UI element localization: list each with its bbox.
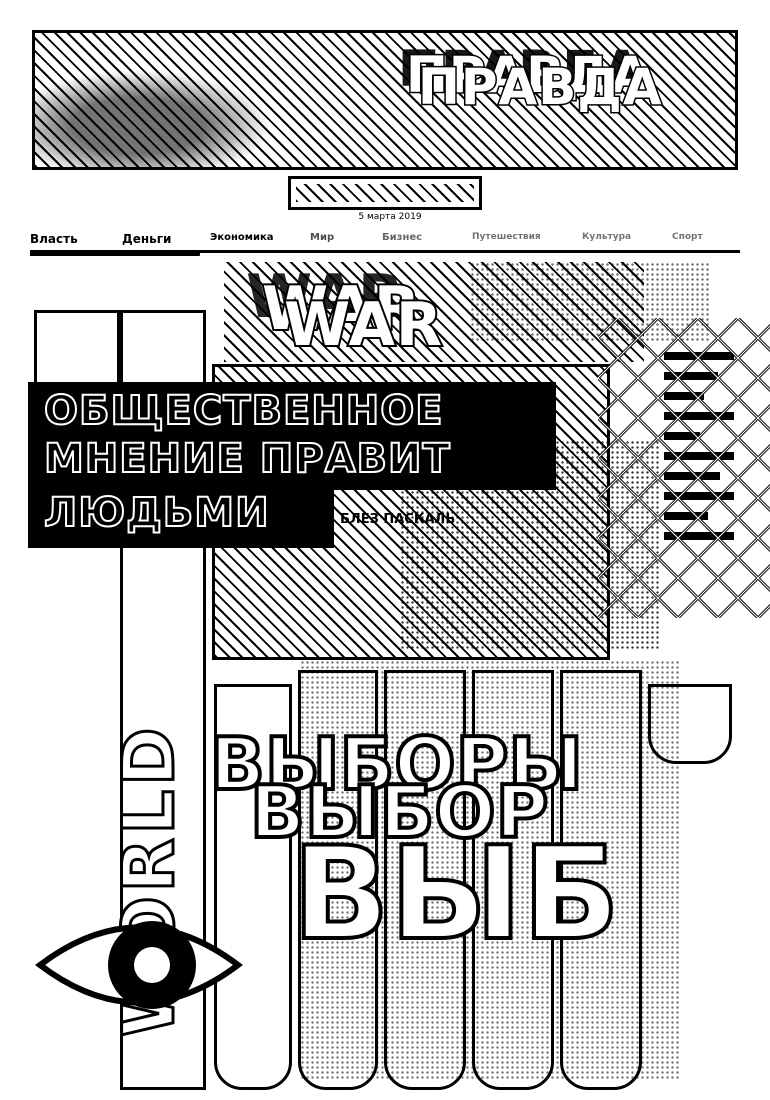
nav-item-travel[interactable]: Путешествия xyxy=(472,232,541,242)
section-nav: Власть Деньги Экономика Мир Бизнес Путеш… xyxy=(30,232,740,252)
column-frame xyxy=(34,310,120,390)
eye-icon xyxy=(35,921,243,1009)
quote-author: БЛЕЗ ПАСКАЛЬ xyxy=(340,512,456,527)
nav-item-world[interactable]: Мир xyxy=(310,232,335,243)
lower-panel-noise xyxy=(300,660,680,1080)
nav-item-economy[interactable]: Экономика xyxy=(210,232,274,243)
nav-item-sport[interactable]: Спорт xyxy=(672,232,703,242)
nav-item-culture[interactable]: Культура xyxy=(582,232,632,242)
nav-divider-wave xyxy=(30,253,200,269)
column-frame xyxy=(214,684,292,1090)
masthead-distortion xyxy=(34,60,294,170)
date-bar-fill xyxy=(296,184,474,202)
elections-title-3: ВЫБ xyxy=(290,818,622,971)
masthead-title: ПРАВДА xyxy=(417,57,664,118)
chain-link-fence xyxy=(598,318,770,618)
nav-item-business[interactable]: Бизнес xyxy=(382,232,423,243)
quote-box xyxy=(28,382,556,490)
column-noise xyxy=(34,640,120,940)
war-title: WAR xyxy=(282,288,444,362)
nav-item-power[interactable]: Власть xyxy=(30,232,78,246)
war-echo-1: WAR xyxy=(246,262,406,332)
date-bar xyxy=(288,176,482,210)
elections-title-2: ВЫБОР xyxy=(248,768,550,856)
elections-title-1: ВЫБОРЫ xyxy=(208,720,585,808)
nav-item-money[interactable]: Деньги xyxy=(122,232,172,246)
quote-line-1: ОБЩЕСТВЕННОЕ xyxy=(43,387,444,435)
title-echo-2: ПРАВДА xyxy=(405,45,652,106)
quote-line-2: МНЕНИЕ ПРАВИТ xyxy=(43,435,451,483)
column-frame xyxy=(120,310,206,390)
quote-box-tail xyxy=(28,490,334,548)
nav-divider xyxy=(30,250,740,253)
war-echo-2: WAR xyxy=(260,272,422,346)
title-echo-1: ПРАВДА xyxy=(398,40,643,98)
issue-date: 5 марта 2019 xyxy=(358,212,422,222)
quote-line-3: ЛЮДЬМИ xyxy=(43,489,270,537)
